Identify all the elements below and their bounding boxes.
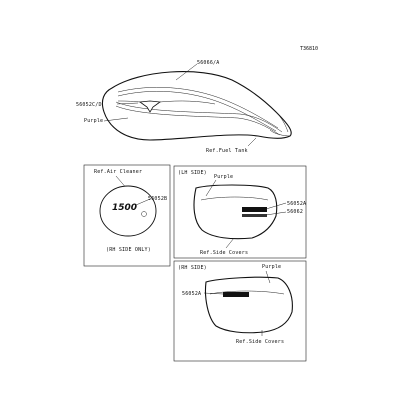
air-cleaner-badge: 1500 <box>112 203 137 213</box>
fuel-tank-outline <box>101 71 292 141</box>
leader-ref-fuel-tank <box>247 137 257 147</box>
leader-56052b <box>135 198 151 206</box>
leader-56066 <box>175 63 198 81</box>
leader-purple-tank <box>103 117 129 122</box>
air-cleaner-panel: Ref.Air Cleaner 1500 56052B (RH SIDE ONL… <box>83 164 171 267</box>
lh-callout-56062: 56062 <box>287 209 303 215</box>
tank-callout-56052cd: 56052C/D <box>76 102 102 108</box>
rh-side-ref-label: Ref.Side Covers <box>236 339 284 345</box>
lh-badge-bottom <box>242 214 267 217</box>
lh-side-cover-outline <box>193 184 278 240</box>
leader-rh-56052a <box>203 292 224 295</box>
air-cleaner-part-code: 56052B <box>148 196 167 202</box>
lh-side-panel: (LH SIDE) Purple 56052A 56062 Ref.Side C… <box>173 165 307 259</box>
rh-side-panel: (RH SIDE) Purple 56052A Ref.Side Covers <box>173 260 307 362</box>
leader-lh-56052a <box>265 202 287 210</box>
tank-stripe-lower <box>115 101 283 133</box>
leader-lh-56062 <box>265 211 287 216</box>
tank-emblem <box>138 100 162 113</box>
air-cleaner-ref-label: Ref.Air Cleaner <box>94 169 142 175</box>
lh-side-frame <box>173 165 307 259</box>
tank-callout-56066: 56066/A <box>197 60 219 66</box>
rh-callout-56052a: 56052A <box>182 291 201 297</box>
air-cleaner-note: (RH SIDE ONLY) <box>106 247 151 253</box>
leader-56052cd <box>116 102 139 105</box>
lh-side-color-label: Purple <box>214 174 233 180</box>
rh-side-cover-outline <box>204 276 293 334</box>
emblem-wing-left <box>117 100 141 103</box>
lh-badge-top <box>242 207 267 212</box>
lh-callout-56052a: 56052A <box>287 201 306 207</box>
leader-lh-ref <box>225 237 235 249</box>
tank-stripe-lower-2 <box>115 105 281 136</box>
lh-side-ref-label: Ref.Side Covers <box>200 250 248 256</box>
fuel-tank-group: 56066/A 56052C/D Purple Ref.Fuel Tank <box>76 60 292 154</box>
tank-rear-base <box>269 129 291 137</box>
air-cleaner-bolt <box>141 211 147 217</box>
tank-ref-label: Ref.Fuel Tank <box>206 148 248 154</box>
rh-cover-edge <box>209 290 285 295</box>
tank-rear-lip <box>275 111 289 133</box>
tank-stripe-upper <box>117 87 279 129</box>
figure-code: T36810 <box>300 46 318 52</box>
air-cleaner-frame <box>83 164 171 267</box>
tank-stripe-upper-2 <box>117 91 277 132</box>
rh-side-frame <box>173 260 307 362</box>
rh-side-title: (RH SIDE) <box>178 265 207 271</box>
tank-color-label: Purple <box>84 118 103 124</box>
emblem-wing-right <box>159 100 216 105</box>
leader-lh-purple <box>205 179 217 197</box>
lh-cover-edge <box>200 196 269 201</box>
lh-side-title: (LH SIDE) <box>178 170 207 176</box>
air-cleaner-cover <box>99 185 157 237</box>
rh-side-color-label: Purple <box>262 264 281 270</box>
rh-badge <box>223 292 249 297</box>
